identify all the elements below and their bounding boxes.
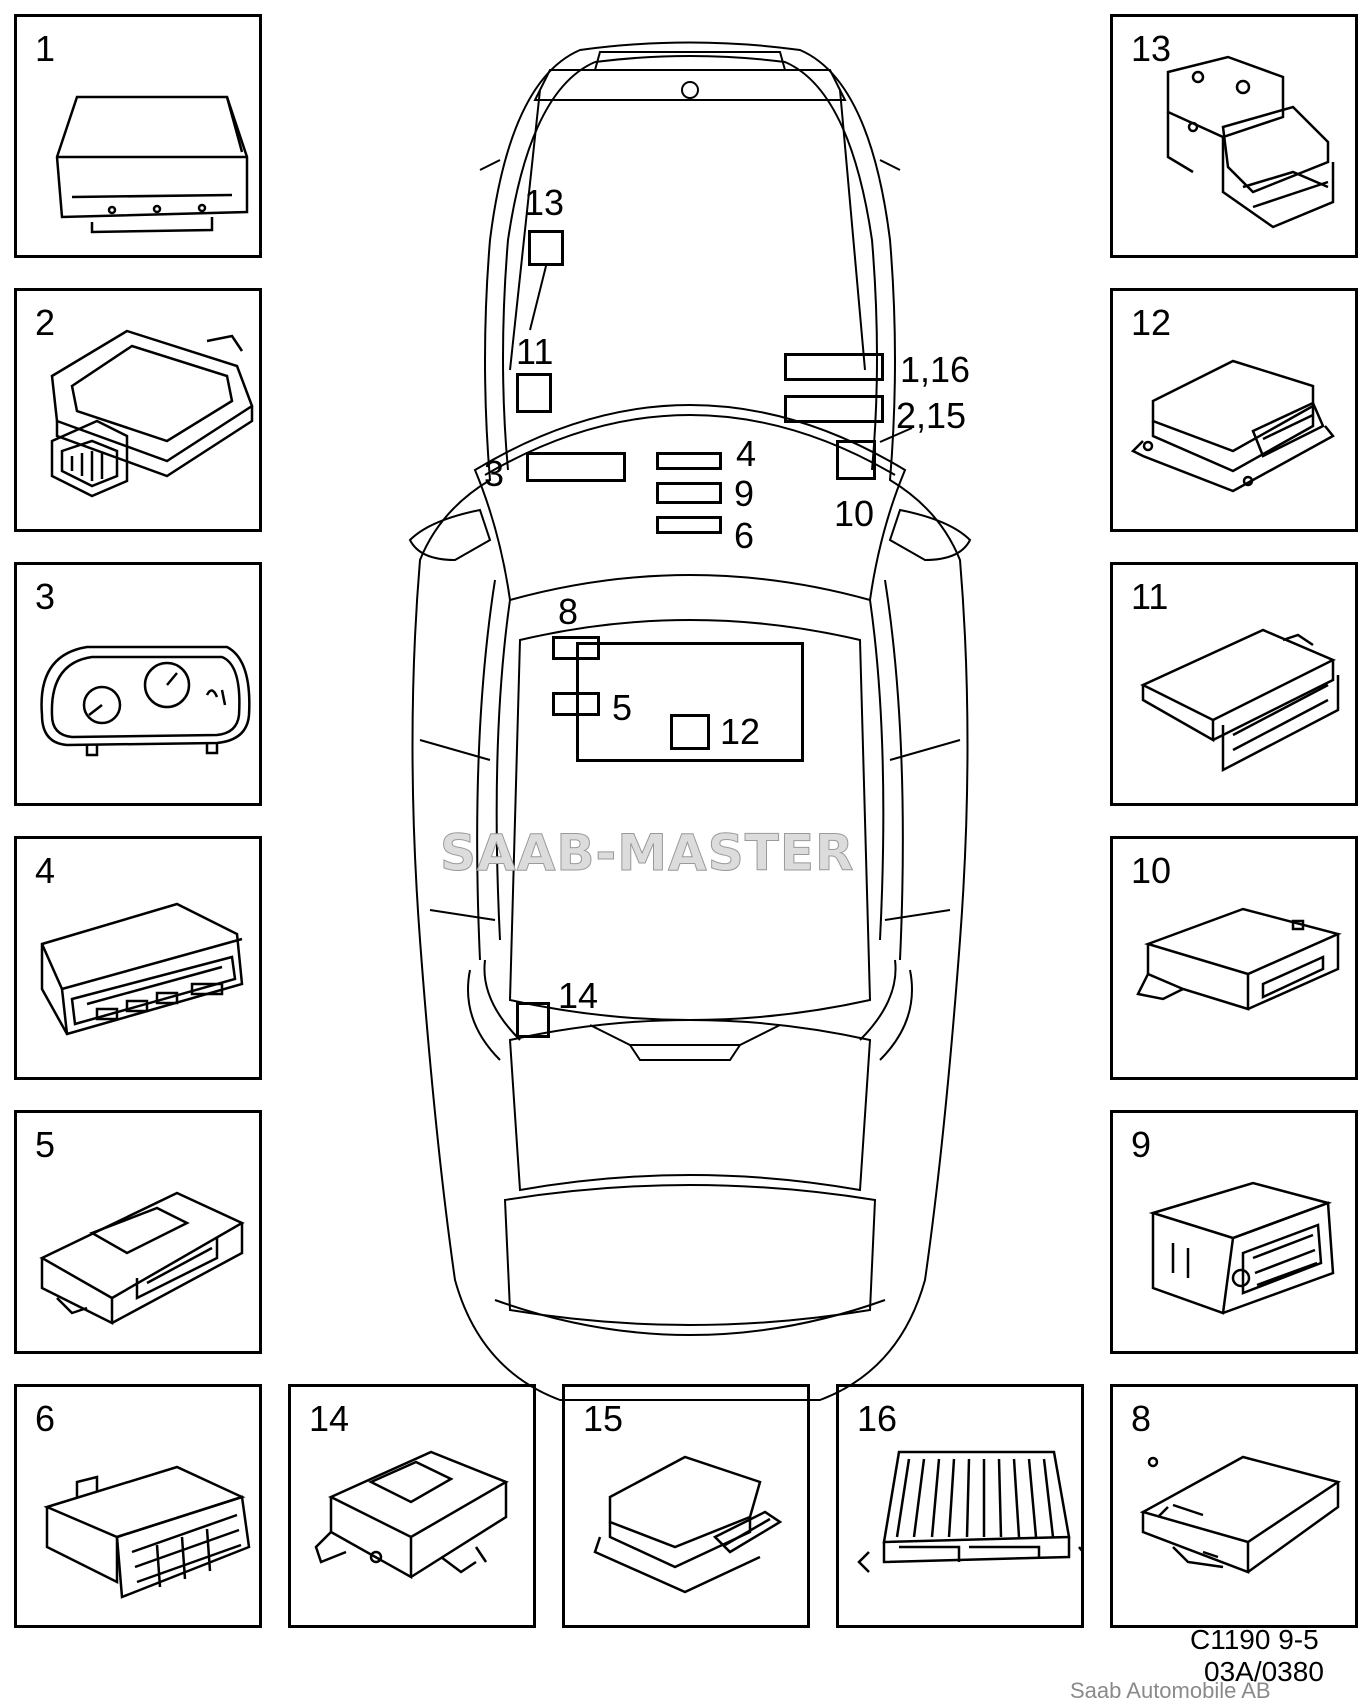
bracket-module-icon — [314, 1450, 509, 1580]
panel-number: 3 — [35, 576, 56, 617]
panel-2: 2 — [14, 288, 262, 532]
location-9 — [656, 482, 722, 504]
car-label-13: 13 — [524, 182, 565, 223]
panel-10: 10 — [1110, 836, 1358, 1080]
car-label-12: 12 — [720, 711, 761, 752]
car-top-view-outline — [408, 41, 972, 1401]
small-module-icon — [1136, 907, 1342, 1011]
figure-code: C1190 9-5 — [1190, 1624, 1319, 1655]
panel-number: 5 — [35, 1124, 56, 1165]
car-label-3: 3 — [484, 453, 505, 494]
location-8 — [552, 636, 600, 660]
car-label-9: 9 — [734, 473, 755, 514]
car-label-10: 10 — [834, 493, 875, 534]
panel-14: 14 — [288, 1384, 536, 1628]
car-label-14: 14 — [558, 975, 599, 1016]
location-10 — [836, 440, 876, 480]
location-13 — [528, 230, 564, 266]
control-module-connector-icon — [50, 329, 254, 498]
car-label-4: 4 — [736, 433, 757, 474]
location-5 — [552, 692, 600, 716]
slot-module-icon — [1140, 628, 1340, 773]
panel-6: 6 — [14, 1384, 262, 1628]
panel-number: 13 — [1131, 28, 1172, 69]
instrument-cluster-icon — [40, 645, 251, 757]
panel-13: 13 — [1110, 14, 1358, 258]
panel-3: 3 — [14, 562, 262, 806]
panel-5: 5 — [14, 1110, 262, 1354]
panel-number: 12 — [1131, 302, 1172, 343]
location-14 — [516, 1002, 550, 1038]
module-box-icon — [39, 1191, 245, 1326]
panel-8: 8 — [1110, 1384, 1358, 1628]
panel-number: 11 — [1131, 576, 1169, 617]
drawing-number: 03A/0380 — [1204, 1656, 1324, 1687]
climate-display-icon — [40, 902, 244, 1036]
panel-16: 16 — [836, 1384, 1084, 1628]
location-12 — [670, 714, 710, 750]
flat-module-icon — [1139, 1455, 1342, 1574]
panel-number: 6 — [35, 1398, 56, 1439]
panel-15: 15 — [562, 1384, 810, 1628]
panel-12: 12 — [1110, 288, 1358, 532]
car-label-6: 6 — [734, 515, 755, 556]
switch-panel-icon — [43, 1465, 251, 1599]
panel-number: 2 — [35, 302, 56, 343]
panel-number: 16 — [857, 1398, 898, 1439]
radio-unit-icon — [1148, 1181, 1335, 1315]
panel-11: 11 — [1110, 562, 1358, 806]
sdm-module-icon — [1130, 359, 1335, 493]
car-label-2-15: 2,15 — [896, 395, 967, 436]
panel-number: 8 — [1131, 1398, 1152, 1439]
panel-number: 4 — [35, 850, 56, 891]
watermark: SAAB-MASTER — [440, 824, 855, 883]
panel-number: 15 — [583, 1398, 624, 1439]
panel-number: 9 — [1131, 1124, 1152, 1165]
location-1-16 — [784, 353, 884, 381]
ecu-box-icon — [55, 95, 249, 234]
car-label-1-16: 1,16 — [900, 349, 971, 390]
car-label-5: 5 — [612, 687, 633, 728]
location-3 — [526, 452, 626, 482]
abs-unit-icon — [1166, 55, 1335, 229]
panel-4: 4 — [14, 836, 262, 1080]
credit-text: Saab Automobile AB — [1070, 1678, 1271, 1703]
location-6 — [656, 516, 722, 534]
panel-number: 14 — [309, 1398, 350, 1439]
panel-9: 9 — [1110, 1110, 1358, 1354]
car-label-8: 8 — [558, 591, 579, 632]
airbag-module-icon — [593, 1455, 783, 1594]
finned-ecu-icon — [857, 1450, 1083, 1573]
panel-number: 1 — [35, 28, 56, 69]
sunroof-area — [576, 642, 804, 762]
panel-number: 10 — [1131, 850, 1172, 891]
location-4 — [656, 452, 722, 470]
location-2-15 — [784, 395, 884, 423]
car-label-11: 11 — [516, 331, 554, 372]
location-11 — [516, 373, 552, 413]
panel-1: 1 — [14, 14, 262, 258]
